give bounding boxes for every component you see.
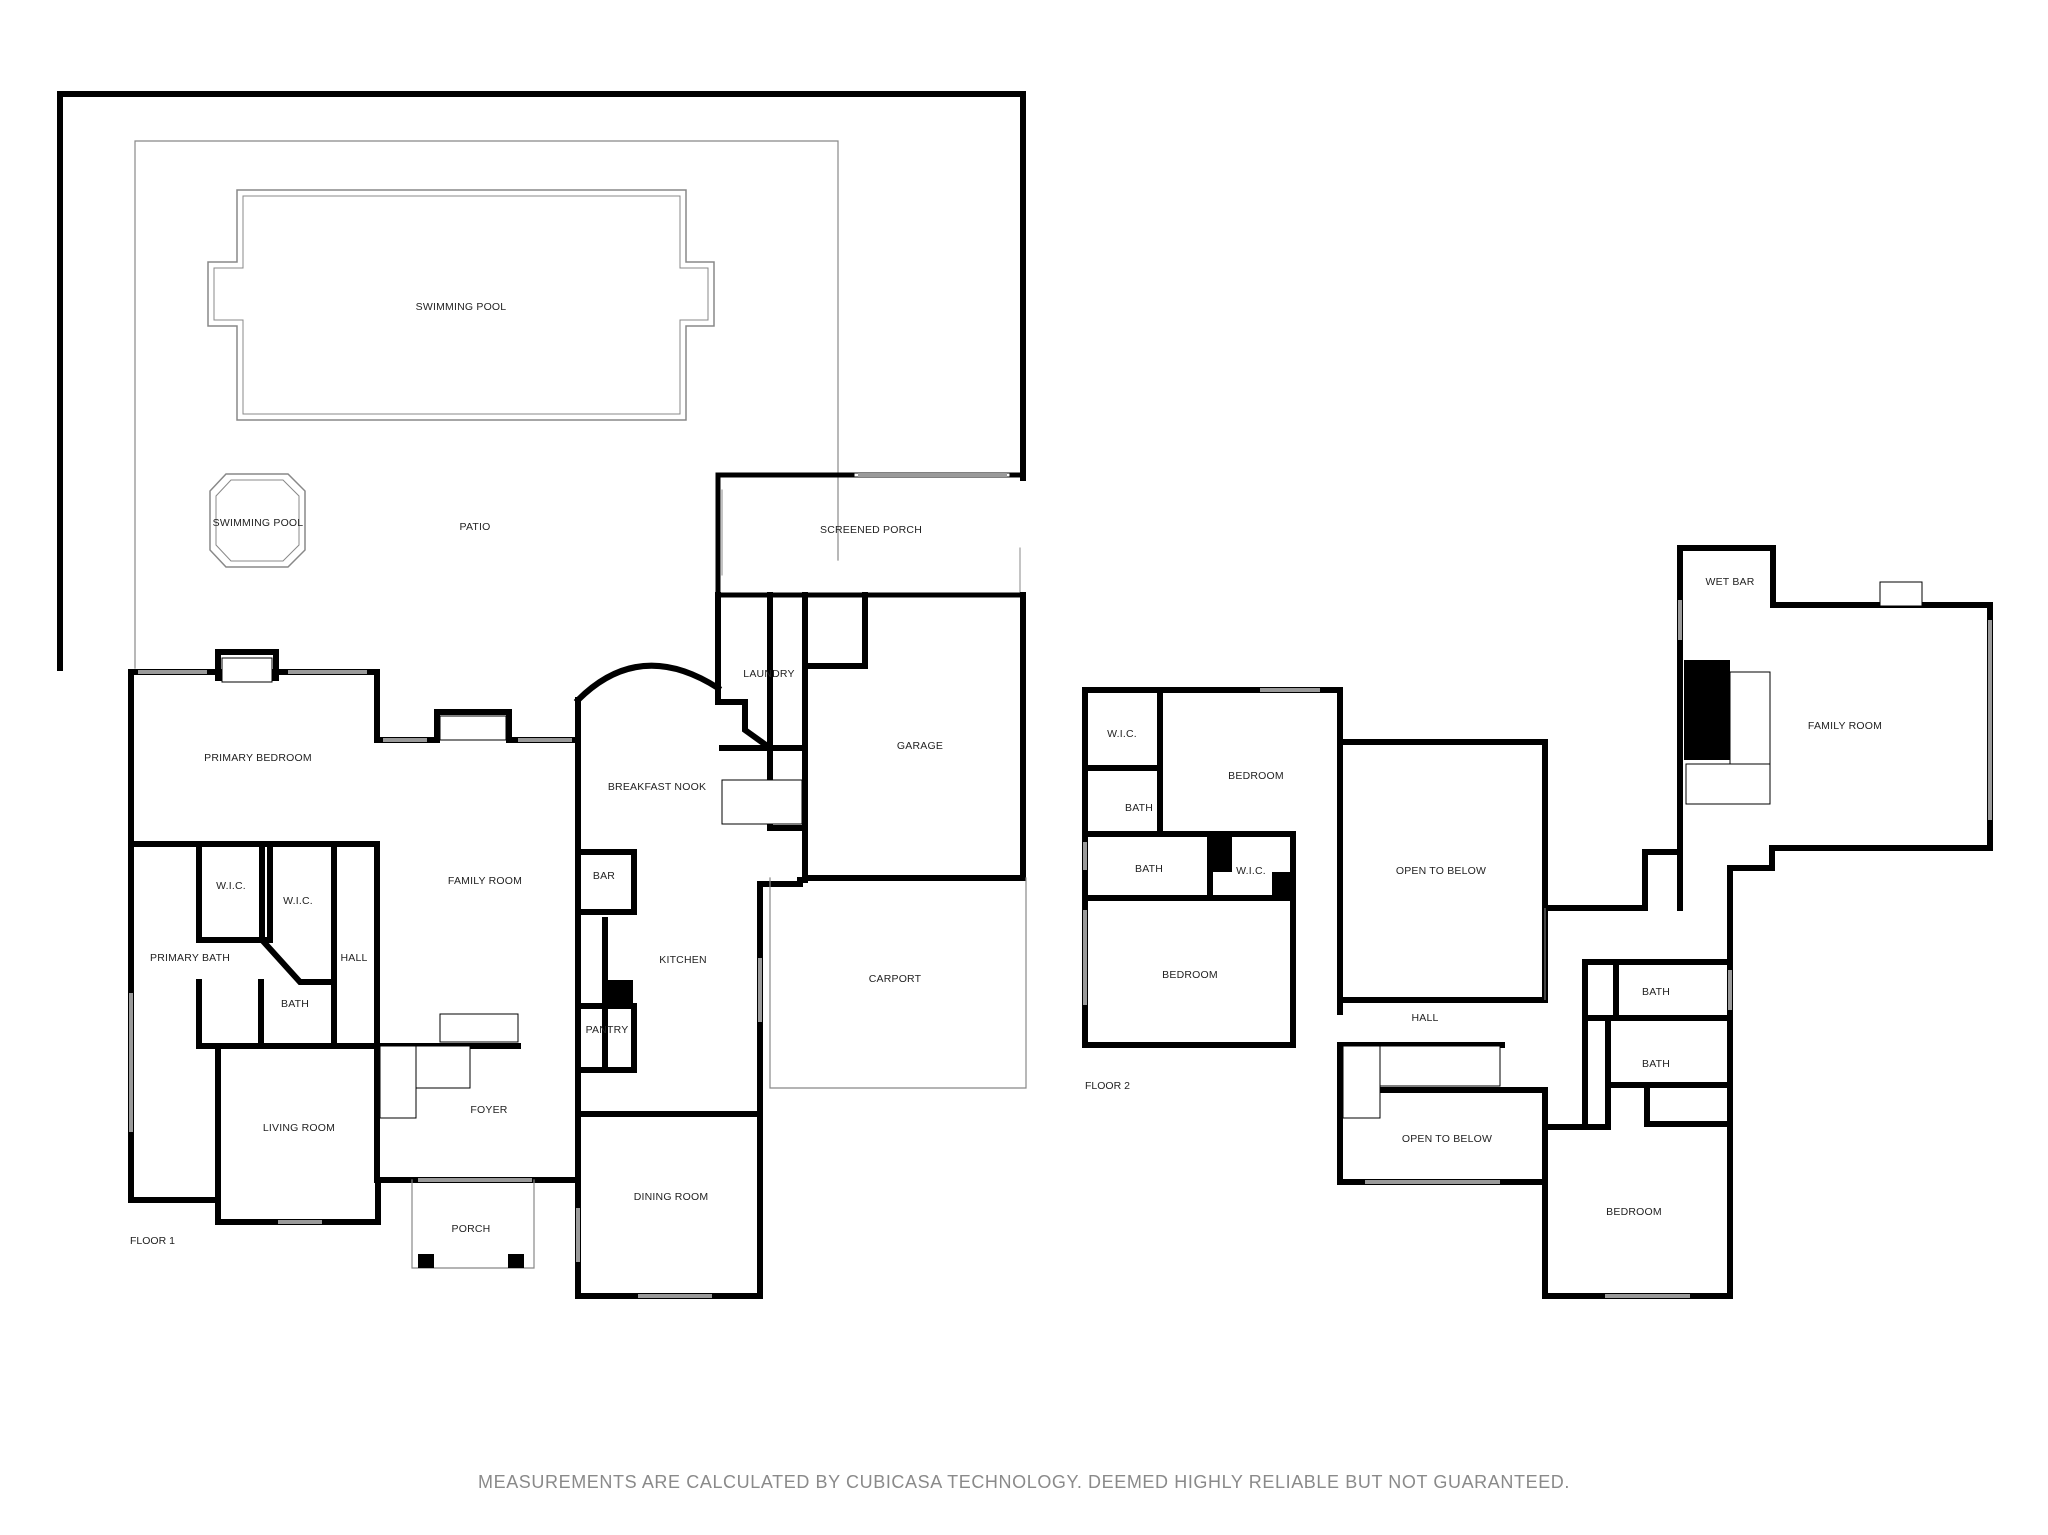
- yard-wall: [57, 91, 1026, 671]
- label-swimming-pool-small: SWIMMING POOL: [213, 517, 304, 529]
- swimming-pool-large: [207, 189, 715, 421]
- label-bath-2-3: BATH: [1642, 986, 1670, 998]
- label-bedroom-1: BEDROOM: [1228, 770, 1284, 782]
- label-foyer: FOYER: [470, 1104, 507, 1116]
- label-open-to-below-2: OPEN TO BELOW: [1402, 1133, 1492, 1145]
- label-open-to-below-1: OPEN TO BELOW: [1396, 865, 1486, 877]
- floor-2-details: [1342, 581, 1923, 1119]
- label-hall: HALL: [340, 952, 367, 964]
- patio-outline: [134, 140, 839, 669]
- label-bath: BATH: [281, 998, 309, 1010]
- label-family-room-2: FAMILY ROOM: [1808, 720, 1882, 732]
- label-dining-room: DINING ROOM: [634, 1191, 709, 1203]
- label-carport: CARPORT: [869, 973, 922, 985]
- carport-outline: [769, 877, 1027, 1089]
- label-bath-2-4: BATH: [1642, 1058, 1670, 1070]
- label-bedroom-2: BEDROOM: [1162, 969, 1218, 981]
- label-screened-porch: SCREENED PORCH: [820, 524, 922, 536]
- front-porch: [411, 1179, 535, 1269]
- stairs-floor-1: [379, 779, 803, 1119]
- label-porch: PORCH: [452, 1223, 491, 1235]
- fireplace-icons: [221, 657, 519, 1043]
- label-bath-2-2: BATH: [1135, 863, 1163, 875]
- label-patio: PATIO: [460, 521, 491, 533]
- label-bath-2-1: BATH: [1125, 802, 1153, 814]
- label-swimming-pool-large: SWIMMING POOL: [416, 301, 507, 313]
- label-family-room: FAMILY ROOM: [448, 875, 522, 887]
- floor-2-label: FLOOR 2: [1085, 1080, 1130, 1092]
- swimming-pool-small: [209, 473, 306, 568]
- label-hall-2: HALL: [1411, 1012, 1438, 1024]
- label-breakfast-nook: BREAKFAST NOOK: [608, 781, 706, 793]
- label-bedroom-3: BEDROOM: [1606, 1206, 1662, 1218]
- label-wic-3: W.I.C.: [1107, 728, 1137, 740]
- label-kitchen: KITCHEN: [659, 954, 707, 966]
- floor-1: [57, 91, 1027, 1299]
- label-primary-bath: PRIMARY BATH: [150, 952, 230, 964]
- label-wic-4: W.I.C.: [1236, 865, 1266, 877]
- room-labels: SWIMMING POOL SWIMMING POOL PATIO SCREEN…: [130, 301, 1882, 1247]
- label-laundry: LAUNDRY: [743, 668, 794, 680]
- label-wic-1: W.I.C.: [216, 880, 246, 892]
- floor-1-label: FLOOR 1: [130, 1235, 175, 1247]
- label-wet-bar: WET BAR: [1705, 576, 1754, 588]
- windows-floor-2: [1083, 600, 1992, 1298]
- label-living-room: LIVING ROOM: [263, 1122, 335, 1134]
- disclaimer-text: MEASUREMENTS ARE CALCULATED BY CUBICASA …: [478, 1472, 1570, 1492]
- windows-floor-1: [129, 473, 1007, 1298]
- column-icon: [605, 980, 633, 1006]
- label-garage: GARAGE: [897, 740, 943, 752]
- label-wic-2: W.I.C.: [283, 895, 313, 907]
- label-bar: BAR: [593, 870, 615, 882]
- label-pantry: PANTRY: [586, 1024, 629, 1036]
- label-primary-bedroom: PRIMARY BEDROOM: [204, 752, 312, 764]
